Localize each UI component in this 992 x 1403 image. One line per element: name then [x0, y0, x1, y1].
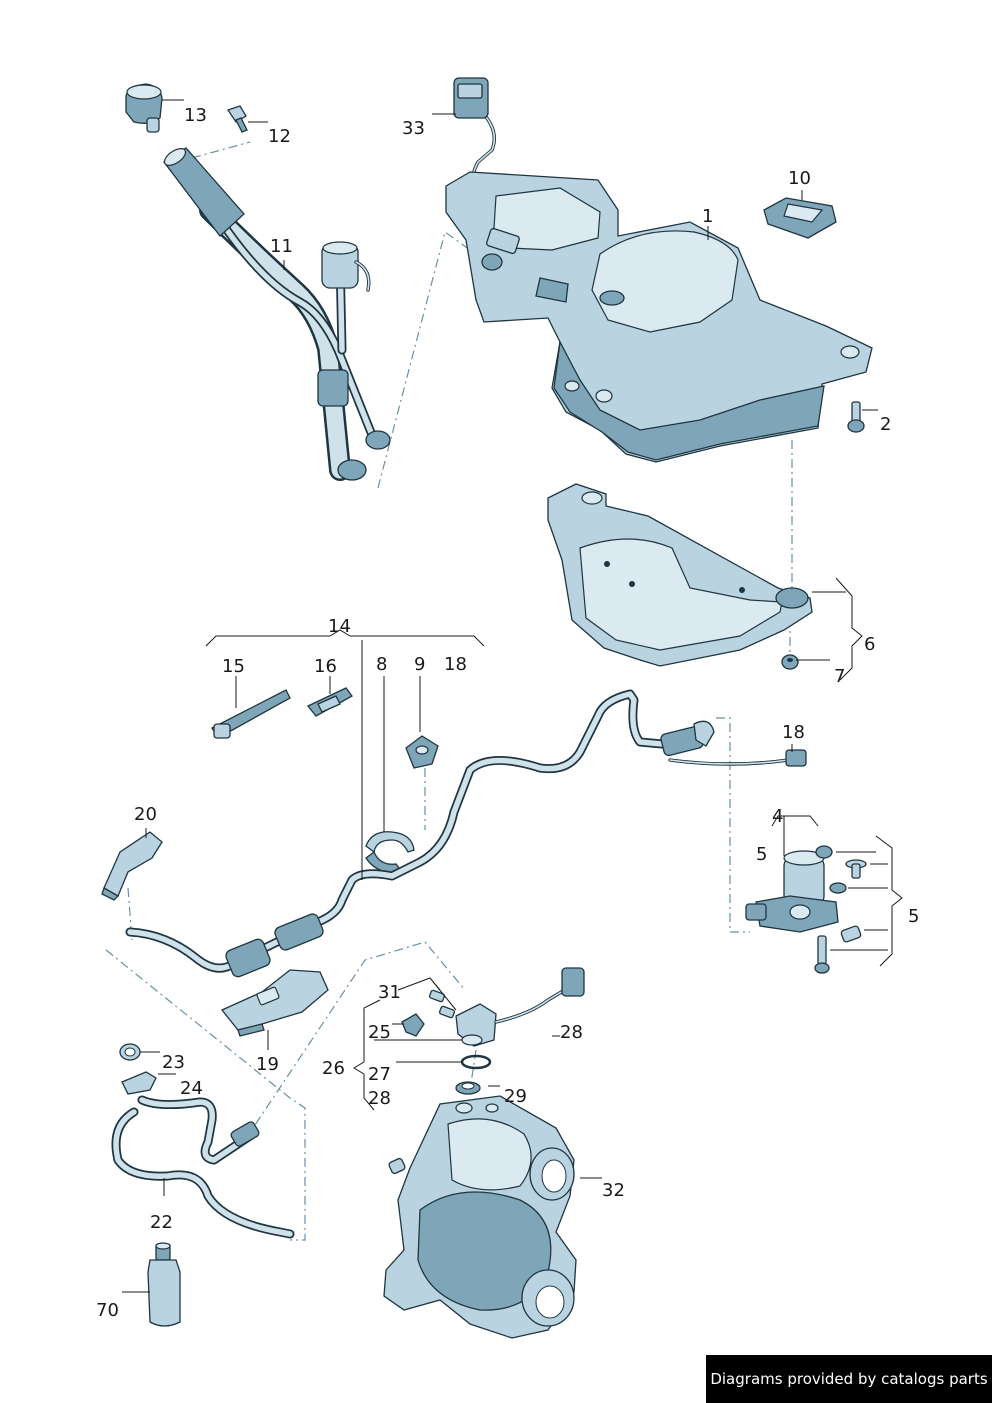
part-25-clip [401, 1013, 425, 1037]
part-19-holder [220, 969, 329, 1037]
part-32-converter [383, 1095, 577, 1339]
callout-11: 11 [270, 236, 293, 257]
part-24-clamp [121, 1071, 157, 1095]
callout-2: 2 [880, 414, 891, 435]
callout-5a: 5 [756, 844, 767, 865]
callout-8: 8 [376, 654, 387, 675]
part-2-bolt [847, 401, 865, 433]
callout-28a: 28 [368, 1088, 391, 1109]
callout-5b: 5 [908, 906, 919, 927]
part-13-cap [125, 83, 163, 133]
callout-7: 7 [834, 666, 845, 687]
part-9-grommet [405, 735, 439, 769]
callout-6: 6 [864, 634, 875, 655]
callout-19: 19 [256, 1054, 279, 1075]
leader-lines [122, 99, 903, 1293]
callout-1: 1 [702, 206, 713, 227]
callout-25: 25 [368, 1022, 391, 1043]
part-23-clamp [119, 1043, 141, 1061]
part-15-connector [211, 689, 291, 739]
callout-18b: 18 [782, 722, 805, 743]
credit-banner: Diagrams provided by catalogs parts [706, 1355, 992, 1403]
part-1-tank [445, 171, 873, 463]
callout-29: 29 [504, 1086, 527, 1107]
part-16-clip [306, 687, 353, 717]
phantom-lines [105, 141, 793, 1241]
callout-24: 24 [180, 1078, 203, 1099]
callout-28b: 28 [560, 1022, 583, 1043]
callout-31: 31 [378, 982, 401, 1003]
callout-10: 10 [788, 168, 811, 189]
callout-14: 14 [328, 616, 351, 637]
part-11-filler-neck [163, 147, 391, 481]
part-4-pump [745, 850, 839, 933]
part-29-clamp [455, 1081, 481, 1095]
part-10-clip [763, 197, 837, 239]
part-22-hose [111, 1095, 295, 1239]
callout-16: 16 [314, 656, 337, 677]
part-27-seal [460, 1054, 492, 1070]
callout-23: 23 [162, 1052, 185, 1073]
callout-9: 9 [414, 654, 425, 675]
callout-15: 15 [222, 656, 245, 677]
callout-22: 22 [150, 1212, 173, 1233]
callout-33: 33 [402, 118, 425, 139]
callout-26: 26 [322, 1058, 345, 1079]
part-70-bottle [147, 1242, 181, 1327]
part-7-nut [781, 654, 799, 670]
callout-4: 4 [772, 806, 783, 827]
callout-13: 13 [184, 105, 207, 126]
callout-numbers: 13 12 11 33 1 10 2 6 7 14 15 16 8 9 18 1… [96, 105, 919, 1321]
part-12-bolt [226, 105, 248, 133]
part-8-clamp [365, 831, 415, 874]
callout-70: 70 [96, 1300, 119, 1321]
callout-32: 32 [602, 1180, 625, 1201]
part-6-heat-shield [547, 483, 813, 667]
part-20-bracket [101, 831, 163, 901]
callout-27: 27 [368, 1064, 391, 1085]
part-18-heated-line [125, 689, 807, 978]
part-5-fasteners [814, 845, 867, 974]
callout-18a: 18 [444, 654, 467, 675]
callout-20: 20 [134, 804, 157, 825]
callout-12: 12 [268, 126, 291, 147]
